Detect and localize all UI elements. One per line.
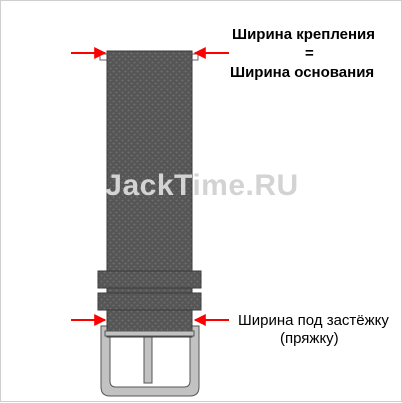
strap-keeper-upper <box>97 270 202 289</box>
top-label-line1: Ширина крепления <box>232 26 376 43</box>
top-label-equals: = <box>305 45 314 62</box>
bottom-label-line1: Ширина под застёжку <box>238 312 389 329</box>
bottom-label-line2: (пряжку) <box>280 330 339 347</box>
watermark: JackTime.RU <box>105 169 299 202</box>
buckle-bar <box>104 330 195 337</box>
top-label-line3: Ширина основания <box>230 64 375 81</box>
strap-keeper-lower <box>97 292 202 311</box>
strap-body <box>106 50 193 338</box>
